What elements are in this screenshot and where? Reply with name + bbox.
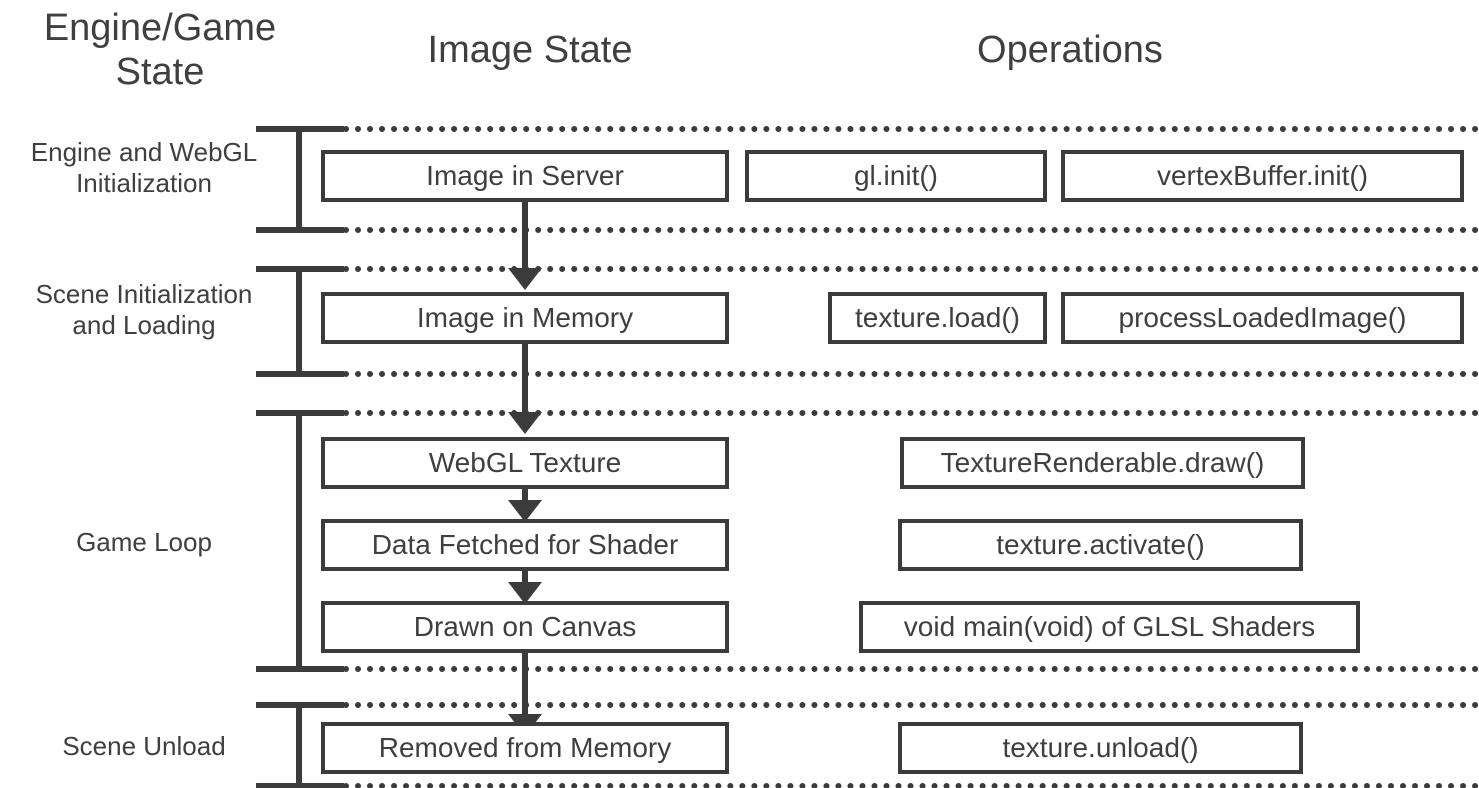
separator-dotted-5: [343, 410, 1479, 416]
separator-dotted-6: [343, 666, 1479, 672]
phase-label-scene-initialization-and-loading: Scene Initialization and Loading: [35, 279, 253, 340]
box-texture-activate[interactable]: texture.activate(): [898, 519, 1303, 571]
arrow-head-texture-to-fetched: [508, 500, 542, 522]
bracket-cap-phase-1-bottom: [256, 227, 344, 233]
arrow-line-server-to-memory: [522, 200, 528, 270]
separator-dotted-7: [343, 702, 1479, 708]
phase-label-game-loop: Game Loop: [76, 527, 212, 557]
arrow-line-texture-to-fetched: [522, 488, 528, 506]
box-texture-renderable-draw[interactable]: TextureRenderable.draw(): [900, 437, 1305, 489]
box-gl-init[interactable]: gl.init(): [745, 150, 1047, 202]
bracket-cap-phase-2-bottom: [256, 371, 344, 377]
box-drawn-on-canvas[interactable]: Drawn on Canvas: [321, 601, 729, 653]
box-texture-load[interactable]: texture.load(): [828, 292, 1047, 344]
column-header-image-state: Image State: [427, 29, 633, 71]
bracket-stem-phase-2: [296, 266, 302, 371]
bracket-stem-phase-1: [296, 126, 302, 227]
separator-dotted-2: [343, 227, 1479, 233]
box-vertex-buffer-init[interactable]: vertexBuffer.init(): [1061, 150, 1464, 202]
arrow-line-drawn-to-removed: [522, 652, 528, 717]
box-glsl-main[interactable]: void main(void) of GLSL Shaders: [859, 601, 1360, 653]
column-header-operations: Operations: [977, 29, 1163, 71]
box-texture-unload[interactable]: texture.unload(): [898, 722, 1303, 774]
arrow-head-fetched-to-drawn: [508, 582, 542, 604]
separator-dotted-4: [343, 371, 1479, 377]
bracket-cap-phase-3-bottom: [256, 666, 344, 672]
arrow-head-memory-to-texture: [508, 412, 542, 434]
bracket-stem-phase-3: [296, 410, 302, 666]
box-removed-from-memory[interactable]: Removed from Memory: [321, 722, 729, 774]
column-header-engine-game-state: Engine/Game State: [43, 7, 277, 93]
bracket-stem-phase-4: [296, 702, 302, 788]
box-image-in-server[interactable]: Image in Server: [321, 150, 729, 202]
arrow-line-fetched-to-drawn: [522, 570, 528, 588]
bracket-cap-phase-4-bottom: [256, 783, 344, 788]
arrow-line-memory-to-texture: [522, 342, 528, 414]
separator-dotted-8: [343, 783, 1479, 788]
arrow-head-server-to-memory: [508, 268, 542, 290]
phase-label-engine-webgl-initialization: Engine and WebGL Initialization: [30, 137, 258, 198]
separator-dotted-3: [343, 266, 1479, 272]
box-webgl-texture[interactable]: WebGL Texture: [321, 437, 729, 489]
box-data-fetched-for-shader[interactable]: Data Fetched for Shader: [321, 519, 729, 571]
phase-label-scene-unload: Scene Unload: [62, 731, 226, 761]
box-image-in-memory[interactable]: Image in Memory: [321, 292, 729, 344]
box-process-loaded-image[interactable]: processLoadedImage(): [1061, 292, 1464, 344]
separator-dotted-1: [343, 126, 1479, 132]
